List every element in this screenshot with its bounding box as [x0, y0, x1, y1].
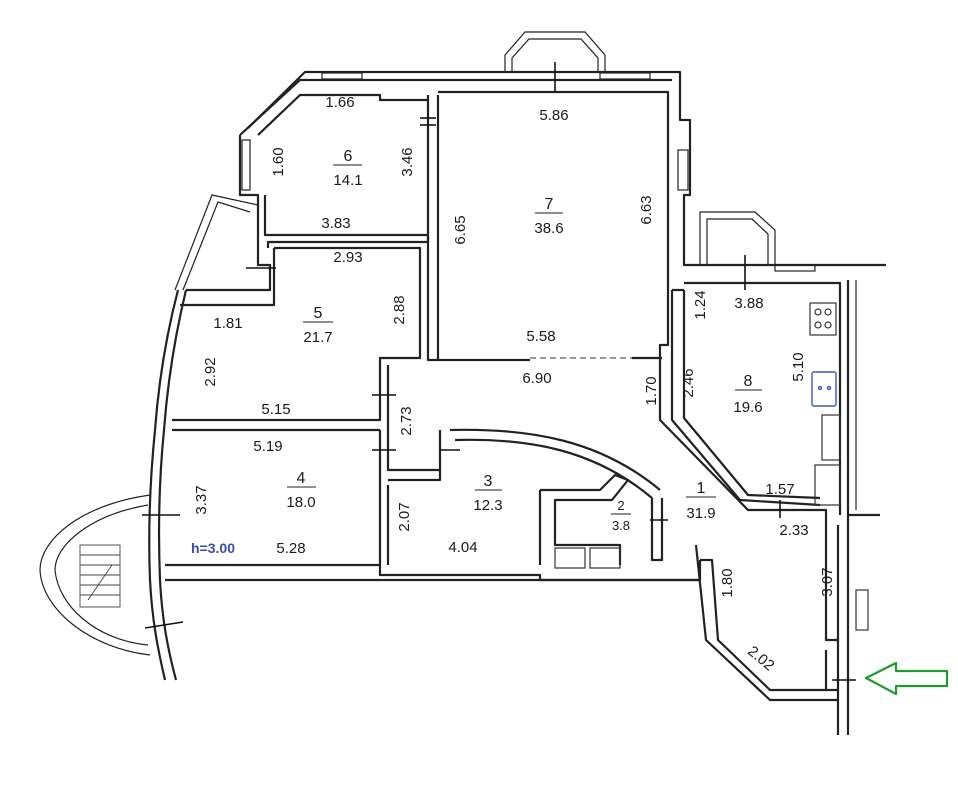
dim-r8-top: 3.88: [734, 295, 763, 312]
dim-r7-bottom: 5.58: [526, 328, 555, 345]
dim-r6-top: 1.66: [325, 94, 354, 111]
room-8-area: 19.6: [733, 399, 762, 416]
dim-hall-br: 2.33: [779, 522, 808, 539]
kitchen-fixtures: [554, 302, 869, 631]
dim-r5-left-upper: 1.81: [213, 315, 242, 332]
sink-icon: [811, 371, 837, 407]
room-4-area: 18.0: [286, 494, 315, 511]
dim-r8-left: 2.46: [680, 368, 697, 397]
dim-r3-left: 2.07: [396, 502, 413, 531]
room-2-area: 3.8: [612, 518, 630, 533]
room-7-area: 38.6: [534, 220, 563, 237]
door-marks: [142, 62, 856, 681]
dim-r7-top: 5.86: [539, 107, 568, 124]
room-5-number: 5: [314, 305, 323, 322]
outer-walls: [148, 31, 886, 735]
dim-hall-left: 2.73: [398, 406, 415, 435]
ceiling-height: h=3.00: [191, 540, 235, 556]
dim-hall-top: 6.90: [522, 370, 551, 387]
dim-r4-left: 3.37: [193, 485, 210, 514]
room-1-area: 31.9: [686, 505, 715, 522]
room-6-area: 14.1: [333, 172, 362, 189]
dim-r5-left: 2.92: [202, 357, 219, 386]
room-3-number: 3: [484, 473, 493, 490]
room-7-number: 7: [545, 196, 554, 213]
dimension-labels: 1.66 1.60 3.46 3.83 5.86 6.65 6.63 5.58 …: [191, 94, 836, 674]
dim-r6-right: 3.46: [399, 147, 416, 176]
stove-icon: [809, 302, 837, 336]
room-4-number: 4: [297, 470, 306, 487]
dim-r6-left: 1.60: [270, 147, 287, 176]
room-3-area: 12.3: [473, 497, 502, 514]
dim-hall-lower-right: 3.07: [819, 567, 836, 596]
room-8-number: 8: [744, 373, 753, 390]
dim-r5-top: 2.93: [333, 249, 362, 266]
dim-r7-right: 6.63: [638, 195, 655, 224]
dim-r4-bottom: 5.28: [276, 540, 305, 557]
dim-r8-left-upper: 1.24: [692, 290, 709, 319]
dim-r4-top: 5.19: [253, 438, 282, 455]
interior-walls: [172, 90, 842, 690]
dim-hall-lower-left: 1.80: [719, 568, 736, 597]
windows: [241, 72, 816, 272]
dim-r6-bottom: 3.83: [321, 215, 350, 232]
room-labels: 6 14.1 7 38.6 5 21.7 8 19.6 4 18.0 3 12.…: [286, 148, 762, 533]
dim-r5-bottom: 5.15: [261, 401, 290, 418]
room-1-number: 1: [697, 480, 706, 497]
dim-hall-mid: 1.70: [643, 376, 660, 405]
room-2-number: 2: [617, 498, 624, 513]
stairwell: [39, 494, 151, 656]
entrance-arrow-icon: [864, 661, 949, 696]
room-5-area: 21.7: [303, 329, 332, 346]
dim-r7-left: 6.65: [452, 215, 469, 244]
dim-r3-bottom: 4.04: [448, 539, 477, 556]
dim-r8-bottom: 1.57: [765, 481, 794, 498]
dim-r8-right: 5.10: [790, 352, 807, 381]
dim-r5-right: 2.88: [391, 295, 408, 324]
room-6-number: 6: [344, 148, 353, 165]
